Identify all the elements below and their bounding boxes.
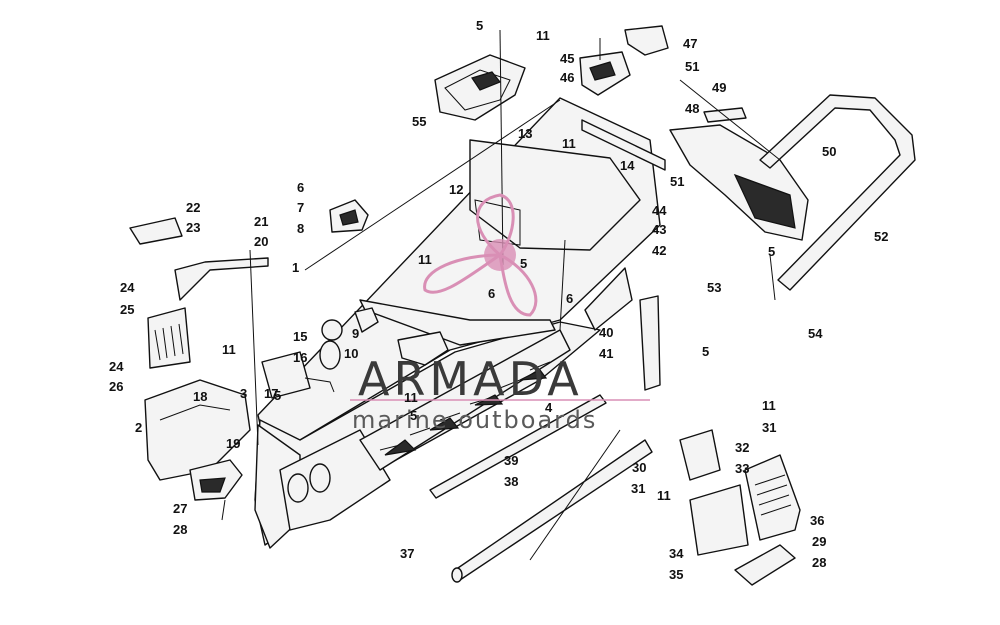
cover-plates [321,307,449,366]
callout-label: 34 [669,546,684,561]
callout-label: 13 [518,126,532,141]
callout-label: 30 [632,460,646,475]
callout-label: 3 [240,386,247,401]
callout-label: 27 [173,501,187,516]
callout-label: 49 [712,80,726,95]
callout-label: 6 [297,180,304,195]
callout-label: 11 [404,390,418,405]
callout-label: 11 [418,252,432,267]
callout-label: 6 [488,286,495,301]
callout-label: 19 [226,436,240,451]
callout-label: 4 [545,400,553,415]
callout-label: 15 [293,329,307,344]
callout-label: 11 [762,398,776,413]
callout-label: 48 [685,101,699,116]
seat [434,54,526,121]
lower-frame [254,340,391,549]
callout-label: 44 [652,203,667,218]
callout-label: 7 [297,200,304,215]
electrical-module [261,351,335,399]
callout-label: 26 [109,379,123,394]
callout-labels: 1 2 3 4 5 5 5 5 5 5 6 6 6 7 8 9 10 11 11… [109,18,888,582]
callout-label: 29 [812,534,826,549]
callout-label: 40 [599,325,613,340]
callout-label: 46 [560,70,574,85]
callout-label: 43 [652,222,666,237]
callout-label: 47 [683,36,697,51]
callout-label: 5 [520,256,527,271]
front-bracket [144,379,251,501]
callout-label: 11 [657,488,671,503]
callout-label: 21 [254,214,268,229]
callout-label: 51 [685,59,699,74]
callout-label: 53 [707,280,721,295]
callout-label: 11 [562,136,576,151]
upper-bracket [129,217,269,369]
callout-label: 5 [476,18,483,33]
callout-label: 33 [735,461,749,476]
side-guard [584,267,661,391]
callout-label: 28 [173,522,187,537]
callout-label: 24 [109,359,124,374]
callout-label: 11 [222,342,236,357]
callout-label: 18 [193,389,207,404]
callout-label: 51 [670,174,684,189]
callout-label: 8 [297,221,304,236]
bumper-bars [429,394,653,583]
callout-label: 5 [274,388,281,403]
callout-label: 6 [566,291,573,306]
callout-label: 2 [135,420,142,435]
callout-label: 22 [186,200,200,215]
callout-label: 17 [264,386,278,401]
callout-label: 45 [560,51,574,66]
callout-label: 5 [410,408,417,423]
seat-rail [581,119,666,171]
callout-label: 54 [808,326,823,341]
callout-label: 10 [344,346,358,361]
callout-label: 52 [874,229,888,244]
callout-label: 55 [412,114,426,129]
watermark-tagline: marine outboards [352,406,597,434]
callout-label: 5 [768,244,775,259]
callout-label: 1 [292,260,299,275]
callout-label: 39 [504,453,518,468]
callout-label: 31 [631,481,645,496]
callout-label: 38 [504,474,518,489]
callout-label: 35 [669,567,683,582]
callout-label: 32 [735,440,749,455]
callout-label: 24 [120,280,135,295]
watermark-logo [423,193,538,317]
side-cover-assembly [679,429,801,586]
callout-label: 14 [620,158,635,173]
callout-label: 25 [120,302,134,317]
callout-label: 20 [254,234,268,249]
callout-label: 50 [822,144,836,159]
callout-label: 16 [293,350,307,365]
leader-lines [221,29,781,561]
mount-bracket [329,199,369,233]
callout-label: 28 [812,555,826,570]
rear-bumper [759,94,916,291]
callout-label: 23 [186,220,200,235]
callout-label: 41 [599,346,613,361]
snow-flap [669,107,809,241]
callout-label: 36 [810,513,824,528]
callout-label: 31 [762,420,776,435]
callout-label: 11 [536,28,550,43]
callout-label: 12 [449,182,463,197]
rear-bracket [579,25,669,96]
callout-label: 42 [652,243,666,258]
watermark-brand: ARMADA [358,352,583,406]
callout-label: 37 [400,546,414,561]
callout-label: 9 [352,326,359,341]
callout-label: 5 [702,344,709,359]
